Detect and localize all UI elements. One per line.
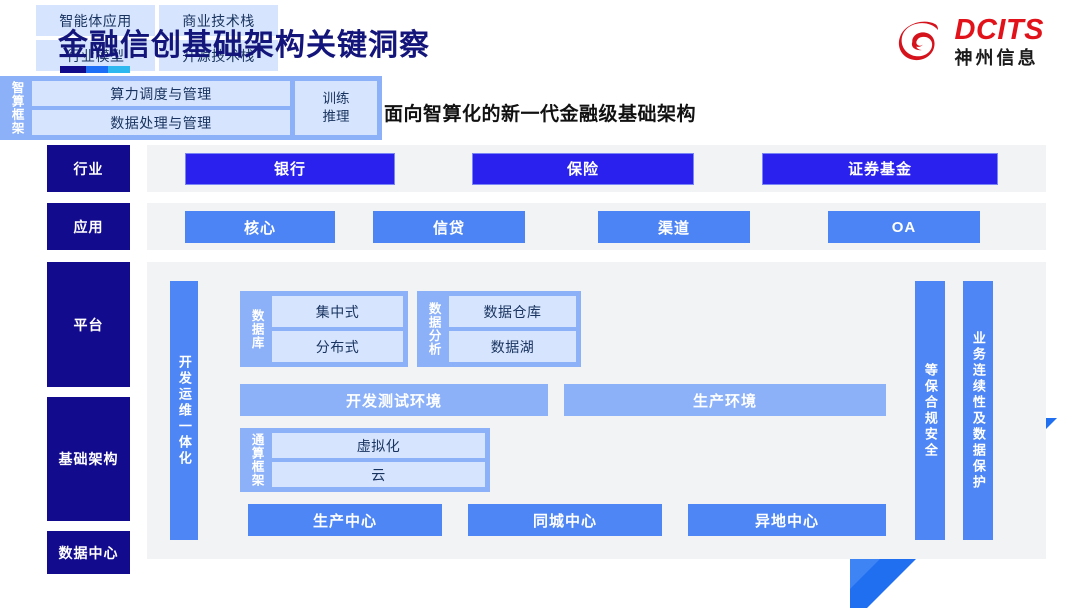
application-chip-core[interactable]: 核心	[185, 211, 335, 243]
cell-agent-application[interactable]: 智能体应用	[36, 5, 155, 36]
industry-chip-securities-fund[interactable]: 证券基金	[762, 152, 998, 185]
logo-text-cn: 神州信息	[954, 48, 1039, 68]
cell-commercial-tech-stack[interactable]: 商业技术栈	[159, 5, 278, 36]
logo-text-en: DCITS	[954, 14, 1044, 46]
cell-opensource-tech-stack[interactable]: 开源技术栈	[159, 40, 278, 71]
datacenter-remote[interactable]: 异地中心	[688, 504, 886, 536]
group-data-analysis: 数据分析 数据仓库 数据湖	[417, 291, 581, 367]
group-label-general-compute: 通算框架	[249, 433, 264, 487]
datacenter-metro[interactable]: 同城中心	[468, 504, 662, 536]
application-chip-row: 核心 信贷 渠道 OA	[147, 211, 1046, 243]
cell-training-label: 训练	[322, 90, 350, 106]
application-chip-channel[interactable]: 渠道	[598, 211, 750, 243]
cell-data-warehouse[interactable]: 数据仓库	[449, 296, 576, 327]
rail-item-infrastructure: 基础架构	[47, 397, 130, 521]
cell-compute-scheduling[interactable]: 算力调度与管理	[32, 81, 290, 106]
cell-training-inference[interactable]: 训练 推理	[295, 81, 377, 135]
title-underline-accent	[60, 66, 130, 73]
industry-chip-row: 银行 保险 证券基金	[147, 152, 1046, 185]
dcits-logo: DCITS 神州信息	[897, 16, 1045, 67]
page-subtitle: 面向智算化的新一代金融级基础架构	[383, 104, 696, 125]
group-general-compute-framework: 通算框架 虚拟化 云	[240, 428, 490, 492]
application-chip-credit[interactable]: 信贷	[373, 211, 525, 243]
industry-chip-insurance[interactable]: 保险	[472, 152, 694, 185]
vertical-bar-devops: 开发运维一体化	[170, 281, 198, 540]
env-bar-dev-test[interactable]: 开发测试环境	[240, 384, 548, 416]
group-label-data-analysis: 数据分析	[426, 302, 441, 356]
cell-data-processing[interactable]: 数据处理与管理	[32, 110, 290, 135]
page-title: 金融信创基础架构关键洞察	[58, 29, 430, 62]
cell-virtualization[interactable]: 虚拟化	[272, 433, 485, 458]
group-label-ai: AI	[10, 29, 26, 47]
group-label-database: 数据库	[249, 308, 264, 350]
rail-item-platform: 平台	[47, 262, 130, 387]
vertical-bar-business-continuity: 业务连续性及数据保护	[963, 281, 993, 540]
rail-item-industry: 行业	[47, 145, 130, 192]
dcits-swirl-icon	[898, 21, 938, 60]
industry-chip-bank[interactable]: 银行	[185, 152, 395, 185]
group-database: 数据库 集中式 分布式	[240, 291, 408, 367]
cell-distributed[interactable]: 分布式	[272, 331, 403, 362]
cell-cloud[interactable]: 云	[272, 462, 485, 487]
cell-inference-label: 推理	[322, 109, 350, 124]
group-label-intelligent-compute: 智算框架	[9, 81, 24, 135]
rail-item-application: 应用	[47, 203, 130, 250]
cell-centralized[interactable]: 集中式	[272, 296, 403, 327]
application-chip-oa[interactable]: OA	[828, 211, 980, 243]
group-intelligent-compute-framework: 智算框架 算力调度与管理 数据处理与管理 训练 推理	[0, 76, 382, 140]
datacenter-production[interactable]: 生产中心	[248, 504, 442, 536]
group-ai: AI 智能体应用 商业技术栈 行业模型 开源技术栈	[0, 0, 283, 76]
cell-data-lake[interactable]: 数据湖	[449, 331, 576, 362]
rail-item-datacenter: 数据中心	[47, 531, 130, 574]
vertical-bar-security-compliance: 等保合规安全	[915, 281, 945, 540]
cell-industry-model[interactable]: 行业模型	[36, 40, 155, 71]
env-bar-production[interactable]: 生产环境	[564, 384, 886, 416]
